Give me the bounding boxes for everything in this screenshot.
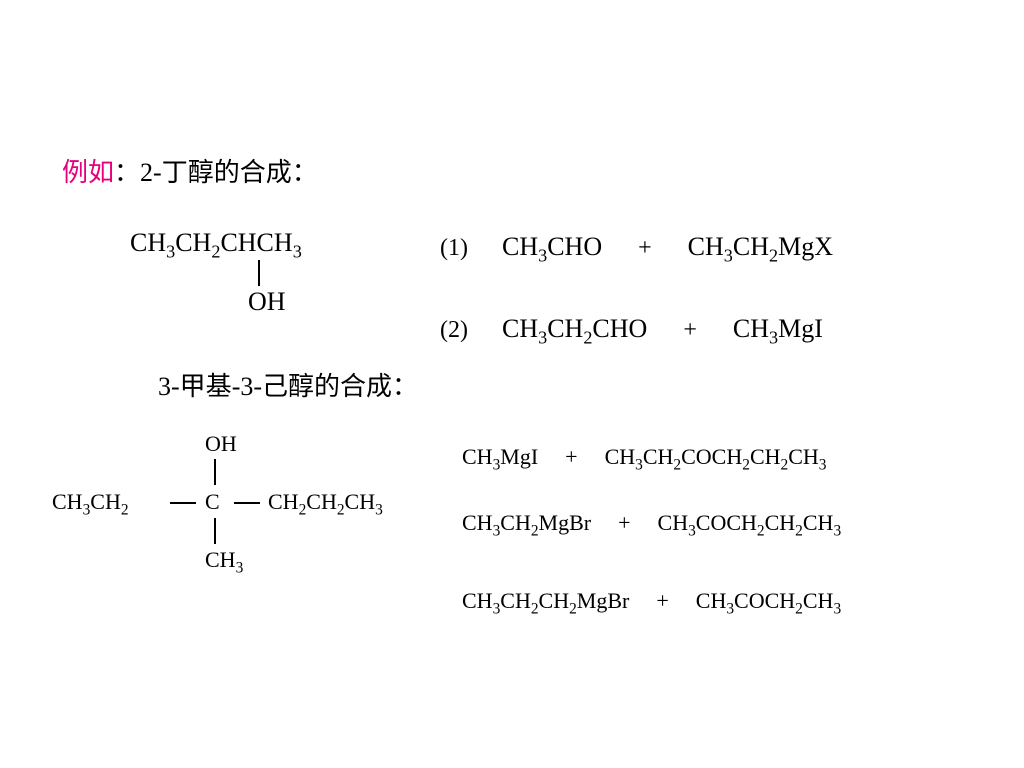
reactant-acetaldehyde: CH3CHO (501, 232, 603, 266)
reactant-ketone: CH3CH2COCH2CH2CH3 (604, 444, 827, 474)
example-prefix: 例如 (62, 158, 115, 188)
plus-sign: + (638, 235, 652, 261)
bond-line (258, 260, 260, 286)
methyl-group: CH3 (205, 547, 244, 577)
hydroxyl-group: OH (248, 287, 286, 316)
reactant-propanal: CH3CH2CHO (501, 314, 648, 348)
reactant-grignard: CH3MgI (732, 314, 823, 348)
plus-sign: + (656, 588, 669, 613)
route-label: (1) (440, 235, 468, 261)
plus-sign: + (565, 444, 578, 469)
ethyl-group: CH3CH2 (52, 489, 129, 519)
butanol-chain-formula: CH3CH2CHCH3 (130, 228, 302, 262)
bond-line-right (234, 502, 260, 504)
plus-sign: + (683, 317, 697, 343)
hydroxyl-group: OH (205, 431, 237, 456)
reactant-grignard: CH3CH2CH2MgBr (462, 588, 630, 618)
bond-line-left (170, 502, 196, 504)
reactant-grignard: CH3CH2MgBr (462, 510, 592, 540)
bond-line-bottom (214, 518, 216, 544)
heading-colon: ： (291, 158, 318, 188)
bond-line-top (214, 459, 216, 485)
heading-title: 丁醇的合成 (161, 158, 292, 188)
reactant-grignard: CH3MgI (462, 444, 539, 474)
central-carbon: C (205, 489, 220, 514)
route-label: (2) (440, 317, 468, 343)
plus-sign: + (618, 510, 631, 535)
heading-2-butanol: 例如：2-丁醇的合成： (62, 158, 318, 188)
locant: 2- (140, 158, 162, 187)
route-2: (2) CH3CH2CHO + CH3MgI (440, 314, 823, 348)
route-2a: CH3MgI + CH3CH2COCH2CH2CH3 (462, 444, 827, 474)
route-2c: CH3CH2CH2MgBr + CH3COCH2CH3 (462, 588, 842, 618)
separator: ： (114, 158, 141, 188)
route-1: (1) CH3CHO + CH3CH2MgX (440, 232, 833, 266)
heading-3-methyl-3-hexanol: 3-甲基-3-己醇的合成： (158, 372, 419, 402)
reactant-ketone: CH3COCH2CH3 (695, 588, 842, 618)
route-2b: CH3CH2MgBr + CH3COCH2CH2CH3 (462, 510, 842, 540)
reactant-ketone: CH3COCH2CH2CH3 (657, 510, 842, 540)
reactant-grignard: CH3CH2MgX (687, 232, 833, 266)
propyl-group: CH2CH2CH3 (268, 489, 383, 519)
